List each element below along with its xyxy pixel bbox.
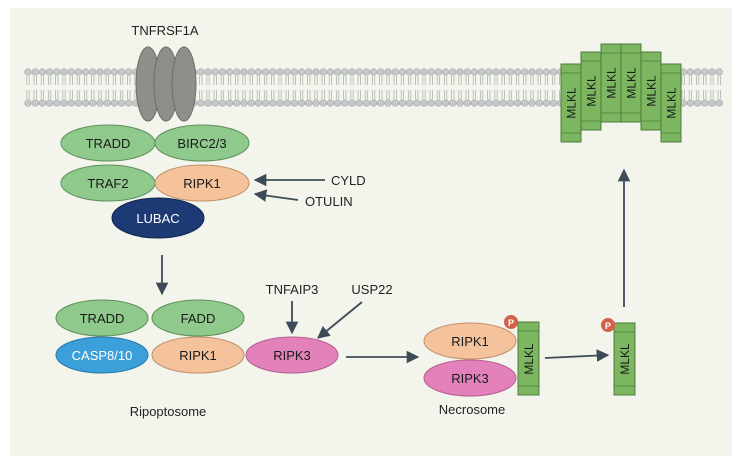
necrosome-label: Necrosome	[439, 402, 505, 417]
ripoptosome-tradd-label: TRADD	[80, 311, 125, 326]
traf2-label: TRAF2	[87, 176, 128, 191]
pore-mlkl-label: MLKL	[625, 67, 639, 99]
necrosome: RIPK1 RIPK3 MLKL P	[423, 315, 540, 397]
free-mlkl-label: MLKL	[618, 343, 632, 375]
ripk1-node: RIPK1	[154, 164, 250, 202]
mlkl-membrane-pore: MLKL MLKL MLKL MLKL MLKL MLKL	[560, 43, 682, 143]
necrosome-ripk3-node: RIPK3	[423, 359, 517, 397]
tnfaip3-label: TNFAIP3	[266, 282, 319, 297]
usp22-arrow	[317, 301, 363, 339]
birc-label: BIRC2/3	[177, 136, 226, 151]
tradd-node: TRADD	[60, 124, 156, 162]
ripk1-label: RIPK1	[183, 176, 221, 191]
tnfrsf1a-receptor	[135, 46, 197, 122]
complex-one: TRADD BIRC2/3 TRAF2 RIPK1 LUBAC	[60, 124, 250, 239]
tradd-label: TRADD	[86, 136, 131, 151]
birc-node: BIRC2/3	[154, 124, 250, 162]
fadd-label: FADD	[181, 311, 216, 326]
ripoptosome-label: Ripoptosome	[130, 404, 207, 419]
necrosome-mlkl-label: MLKL	[522, 343, 536, 375]
necrosome-to-mlkl-arrow	[544, 349, 610, 362]
lubac-node: LUBAC	[111, 197, 205, 239]
pore-mlkl-subunit: MLKL	[560, 63, 582, 143]
otulin-arrow	[253, 189, 299, 202]
ripk3-node: RIPK3	[245, 336, 339, 374]
necrosome-ripk1-node: RIPK1	[423, 322, 517, 360]
ripoptosome-tradd-node: TRADD	[55, 299, 149, 337]
pore-mlkl-subunit: MLKL	[640, 51, 662, 131]
pore-mlkl-subunit: MLKL	[600, 43, 622, 123]
free-mlkl-phospho-label: P	[605, 321, 611, 331]
receptor-label: TNFRSF1A	[131, 23, 199, 38]
ripoptosome: TRADD FADD CASP8/10 RIPK1	[55, 299, 245, 374]
pore-mlkl-label: MLKL	[665, 87, 679, 119]
fadd-node: FADD	[151, 299, 245, 337]
ripoptosome-ripk1-label: RIPK1	[179, 348, 217, 363]
necrosome-phospho-label: P	[508, 318, 514, 328]
pore-mlkl-label: MLKL	[585, 75, 599, 107]
pore-mlkl-label: MLKL	[605, 67, 619, 99]
ripoptosome-ripk1-node: RIPK1	[151, 336, 245, 374]
necrosome-mlkl-node: MLKL	[517, 321, 540, 396]
casp-node: CASP8/10	[55, 336, 149, 374]
necrosome-ripk1-label: RIPK1	[451, 334, 489, 349]
pore-mlkl-label: MLKL	[645, 75, 659, 107]
casp-label: CASP8/10	[72, 348, 133, 363]
free-mlkl-node: MLKL	[613, 322, 636, 396]
lubac-label: LUBAC	[136, 211, 179, 226]
free-mlkl-phospho-badge: P	[601, 318, 615, 332]
pore-mlkl-subunit: MLKL	[580, 51, 602, 131]
necrosome-phospho-badge: P	[504, 315, 518, 329]
cyld-label: CYLD	[331, 173, 366, 188]
otulin-label: OTULIN	[305, 194, 353, 209]
pore-mlkl-subunit: MLKL	[660, 63, 682, 143]
pore-mlkl-subunit: MLKL	[620, 43, 642, 123]
traf2-node: TRAF2	[60, 164, 156, 202]
usp22-label: USP22	[351, 282, 392, 297]
ripk3-label: RIPK3	[273, 348, 311, 363]
pore-mlkl-label: MLKL	[565, 87, 579, 119]
necrosome-ripk3-label: RIPK3	[451, 371, 489, 386]
